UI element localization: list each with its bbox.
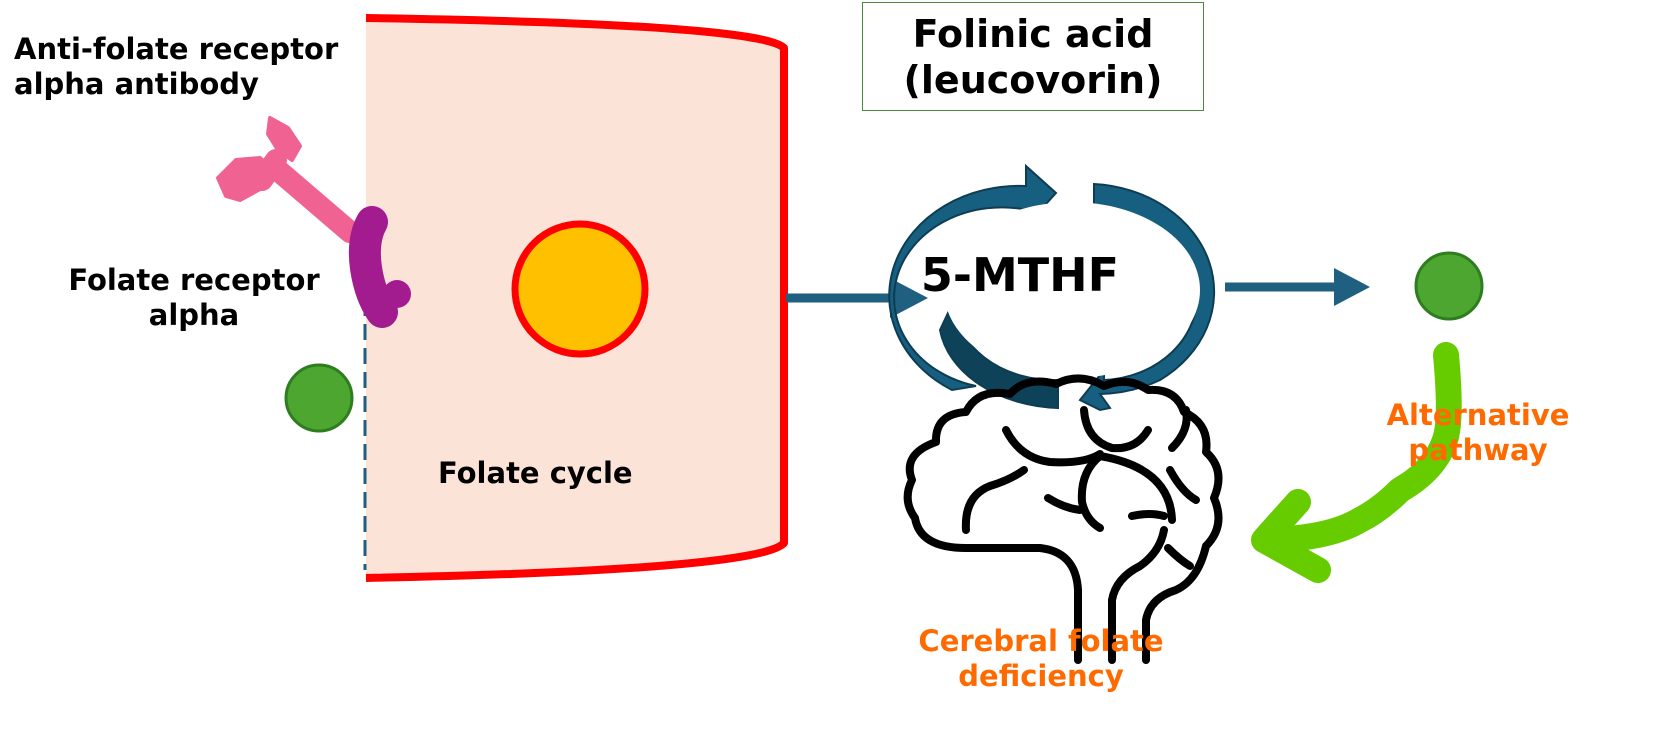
receptor-head	[359, 208, 387, 236]
folate-molecule-right	[1414, 251, 1484, 321]
folate-molecule-outside	[284, 363, 354, 433]
mthf-label: 5-MTHF	[920, 248, 1120, 302]
antibody-label: Anti-folate receptor alpha antibody	[14, 32, 339, 101]
cerebral-folate-deficiency-label: Cerebral folate deficiency	[918, 624, 1164, 693]
antibody-icon	[216, 116, 361, 243]
folinic-acid-box: Folinic acid (leucovorin)	[862, 2, 1204, 111]
arrow-to-folate	[1225, 268, 1370, 306]
folate-cycle-label: Folate cycle	[438, 456, 633, 490]
nucleus	[511, 220, 649, 358]
alternative-pathway-label: Alternative pathway	[1386, 398, 1570, 467]
alternative-pathway-arrow	[1251, 342, 1462, 583]
receptor-foot	[383, 280, 411, 308]
receptor-label: Folate receptor alpha	[68, 263, 320, 332]
brain-icon	[903, 374, 1223, 664]
cell-membrane	[365, 14, 788, 582]
folinic-acid-label: Folinic acid (leucovorin)	[903, 12, 1163, 102]
arrow-to-mthf	[786, 278, 928, 318]
